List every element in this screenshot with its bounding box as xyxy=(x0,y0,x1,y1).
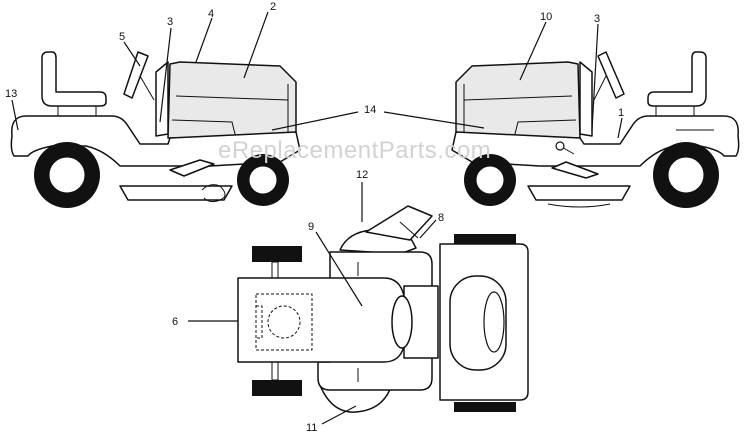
callout-3-right: 3 xyxy=(594,13,600,25)
front-wheel-right-view xyxy=(464,154,516,206)
callout-12: 12 xyxy=(356,169,368,181)
callout-5: 5 xyxy=(119,31,125,43)
tractor-top-view xyxy=(237,205,529,413)
rear-wheel-left-view xyxy=(34,142,100,208)
callout-1: 1 xyxy=(618,107,624,119)
tractor-right-view xyxy=(451,51,740,208)
watermark-text: eReplacementParts.com xyxy=(218,137,491,164)
callout-labels: 13 5 3 4 2 14 10 3 1 12 8 9 6 11 xyxy=(5,1,624,434)
callout-14: 14 xyxy=(364,104,376,116)
rear-wheel-right-view xyxy=(653,142,719,208)
callout-8: 8 xyxy=(438,212,444,224)
callout-13: 13 xyxy=(5,88,17,100)
callout-4: 4 xyxy=(208,8,214,20)
callout-2: 2 xyxy=(270,1,276,13)
front-wheel-left-view xyxy=(237,154,289,206)
callout-9: 9 xyxy=(308,221,314,233)
tractor-left-view xyxy=(10,51,301,208)
callout-6: 6 xyxy=(172,316,178,328)
callout-10: 10 xyxy=(540,11,552,23)
callout-3-left: 3 xyxy=(167,16,173,28)
callout-11: 11 xyxy=(306,422,317,434)
leader-lines xyxy=(11,11,623,425)
